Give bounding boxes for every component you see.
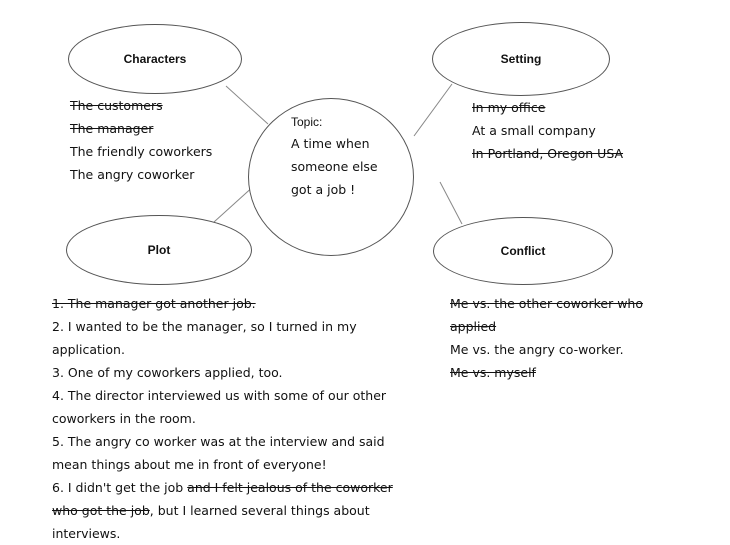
plot-text: 5. The angry co worker was at the interv… <box>52 434 385 472</box>
connector-conflict <box>439 181 463 225</box>
topic-line: got a job ! <box>291 182 356 197</box>
plot-text: 4. The director interviewed us with some… <box>52 388 387 426</box>
plot-text-struck: and I felt jealous of the coworker who g… <box>52 480 393 518</box>
characters-node: Characters <box>68 24 242 94</box>
conflict-label: Conflict <box>500 244 546 258</box>
topic-text: A time when someone else got a job ! <box>291 132 401 201</box>
plot-item: 1. The manager got another job. <box>52 292 417 315</box>
setting-list: In my office At a small company In Portl… <box>472 96 672 165</box>
plot-item: 3. One of my coworkers applied, too. <box>52 361 417 384</box>
character-item: The angry coworker <box>70 167 195 182</box>
plot-item: 4. The director interviewed us with some… <box>52 384 417 430</box>
topic-node: Topic: A time when someone else got a jo… <box>248 98 414 256</box>
topic-heading: Topic: <box>291 115 323 129</box>
setting-label: Setting <box>500 52 542 66</box>
setting-node: Setting <box>432 22 610 96</box>
characters-list: The customers The manager The friendly c… <box>70 94 240 186</box>
plot-list: 1. The manager got another job. 2. I wan… <box>52 292 417 545</box>
connector-characters <box>225 85 269 125</box>
character-item: The manager <box>70 121 154 136</box>
plot-text: 1. The manager got another job. <box>52 296 256 311</box>
plot-item: 5. The angry co worker was at the interv… <box>52 430 417 476</box>
conflict-item: Me vs. myself <box>450 365 536 380</box>
plot-text: 3. One of my coworkers applied, too. <box>52 365 283 380</box>
connector-setting <box>413 83 453 137</box>
plot-item: 2. I wanted to be the manager, so I turn… <box>52 315 417 361</box>
topic-line: someone else <box>291 159 378 174</box>
plot-text: 6. I didn't get the job <box>52 480 188 495</box>
connector-lines <box>213 83 463 225</box>
conflict-item: Me vs. the angry co-worker. <box>450 342 624 357</box>
plot-node: Plot <box>66 215 252 285</box>
conflict-item: Me vs. the other coworker who applied <box>450 296 643 334</box>
conflict-list: Me vs. the other coworker who applied Me… <box>450 292 650 384</box>
setting-item: In my office <box>472 100 546 115</box>
characters-label: Characters <box>123 52 187 66</box>
topic-line: A time when <box>291 136 370 151</box>
character-item: The customers <box>70 98 163 113</box>
setting-item: In Portland, Oregon USA <box>472 146 624 161</box>
character-item: The friendly coworkers <box>70 144 213 159</box>
plot-label: Plot <box>147 243 171 257</box>
plot-item: 6. I didn't get the job and I felt jealo… <box>52 476 417 545</box>
conflict-node: Conflict <box>433 217 613 285</box>
setting-item: At a small company <box>472 123 596 138</box>
plot-text: 2. I wanted to be the manager, so I turn… <box>52 319 357 357</box>
